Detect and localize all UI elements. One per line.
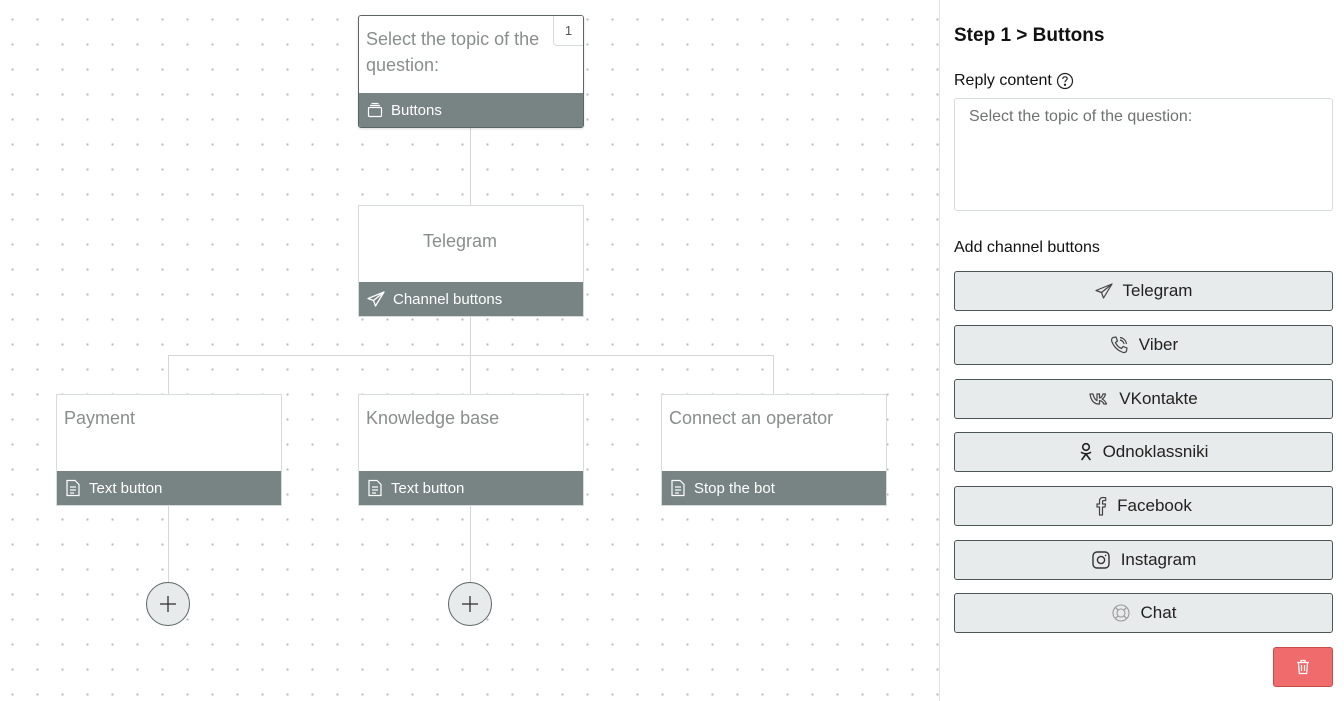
paper-plane-icon	[367, 291, 385, 307]
node-footer: Channel buttons	[359, 282, 583, 316]
channel-button-odnoklassniki[interactable]: Odnoklassniki	[954, 432, 1333, 472]
connector-line	[168, 355, 774, 356]
document-icon	[368, 479, 382, 497]
step-number-badge: 1	[553, 16, 583, 46]
reply-content-input[interactable]	[954, 98, 1333, 211]
document-icon	[66, 479, 80, 497]
channel-button-label: Odnoklassniki	[1102, 442, 1209, 461]
node-footer: Stop the bot	[662, 471, 886, 505]
node-footer: Buttons	[359, 93, 583, 127]
stack-icon	[367, 102, 383, 118]
channel-button-telegram[interactable]: Telegram	[954, 271, 1333, 311]
flow-node-knowledge-base[interactable]: Knowledge base Text button	[358, 394, 584, 506]
paper-plane-icon	[1094, 283, 1113, 299]
add-step-button[interactable]	[146, 582, 190, 626]
flow-node-root[interactable]: Select the topic of the question: 1 Butt…	[358, 15, 584, 128]
node-text: Knowledge base	[366, 408, 500, 428]
node-text: Telegram	[422, 231, 498, 251]
trash-icon	[1297, 659, 1309, 675]
node-footer: Text button	[359, 471, 583, 505]
node-text: Payment	[64, 408, 136, 428]
step-settings-panel: Step 1 > Buttons Reply content Add chann…	[939, 0, 1344, 701]
instagram-icon	[1092, 551, 1110, 569]
channel-button-instagram[interactable]: Instagram	[954, 540, 1333, 580]
node-type-label: Text button	[391, 479, 465, 497]
node-type-label: Channel buttons	[393, 290, 503, 308]
help-icon[interactable]	[1056, 72, 1074, 90]
node-text: Select the topic of the question:	[366, 29, 540, 75]
channel-button-label: Instagram	[1120, 550, 1197, 569]
connector-line	[168, 355, 169, 394]
connector-line	[470, 506, 471, 584]
connector-line	[470, 127, 471, 205]
node-footer: Text button	[57, 471, 281, 505]
plus-icon	[160, 596, 176, 612]
channel-button-label: VKontakte	[1119, 389, 1198, 408]
vk-icon	[1089, 393, 1108, 405]
odnoklassniki-icon	[1080, 442, 1091, 461]
facebook-icon	[1096, 496, 1107, 516]
connector-line	[168, 506, 169, 584]
chat-icon	[1111, 604, 1130, 622]
document-icon	[671, 479, 685, 497]
channel-button-label: Chat	[1140, 603, 1177, 622]
flow-canvas[interactable]: Select the topic of the question: 1 Butt…	[0, 0, 939, 701]
plus-icon	[462, 596, 478, 612]
node-type-label: Stop the bot	[694, 479, 775, 497]
channel-button-vkontakte[interactable]: VKontakte	[954, 379, 1333, 419]
node-type-label: Text button	[89, 479, 163, 497]
node-type-label: Buttons	[391, 101, 442, 119]
phone-icon	[1110, 336, 1128, 354]
delete-step-button[interactable]	[1273, 647, 1333, 687]
channel-button-viber[interactable]: Viber	[954, 325, 1333, 365]
flow-node-connect-operator[interactable]: Connect an operator Stop the bot	[661, 394, 887, 506]
reply-content-label: Reply content	[954, 72, 1052, 89]
channel-button-facebook[interactable]: Facebook	[954, 486, 1333, 526]
reply-content-label-row: Reply content	[954, 72, 1074, 90]
channel-button-label: Telegram	[1122, 281, 1193, 300]
connector-line	[773, 355, 774, 394]
channel-button-label: Facebook	[1117, 496, 1192, 515]
channel-button-chat[interactable]: Chat	[954, 593, 1333, 633]
flow-node-payment[interactable]: Payment Text button	[56, 394, 282, 506]
flow-node-channel[interactable]: Telegram Channel buttons	[358, 205, 584, 317]
add-channel-buttons-label: Add channel buttons	[954, 239, 1100, 256]
add-step-button[interactable]	[448, 582, 492, 626]
channel-button-label: Viber	[1138, 335, 1179, 354]
node-text: Connect an operator	[669, 408, 834, 428]
panel-title: Step 1 > Buttons	[954, 25, 1105, 46]
